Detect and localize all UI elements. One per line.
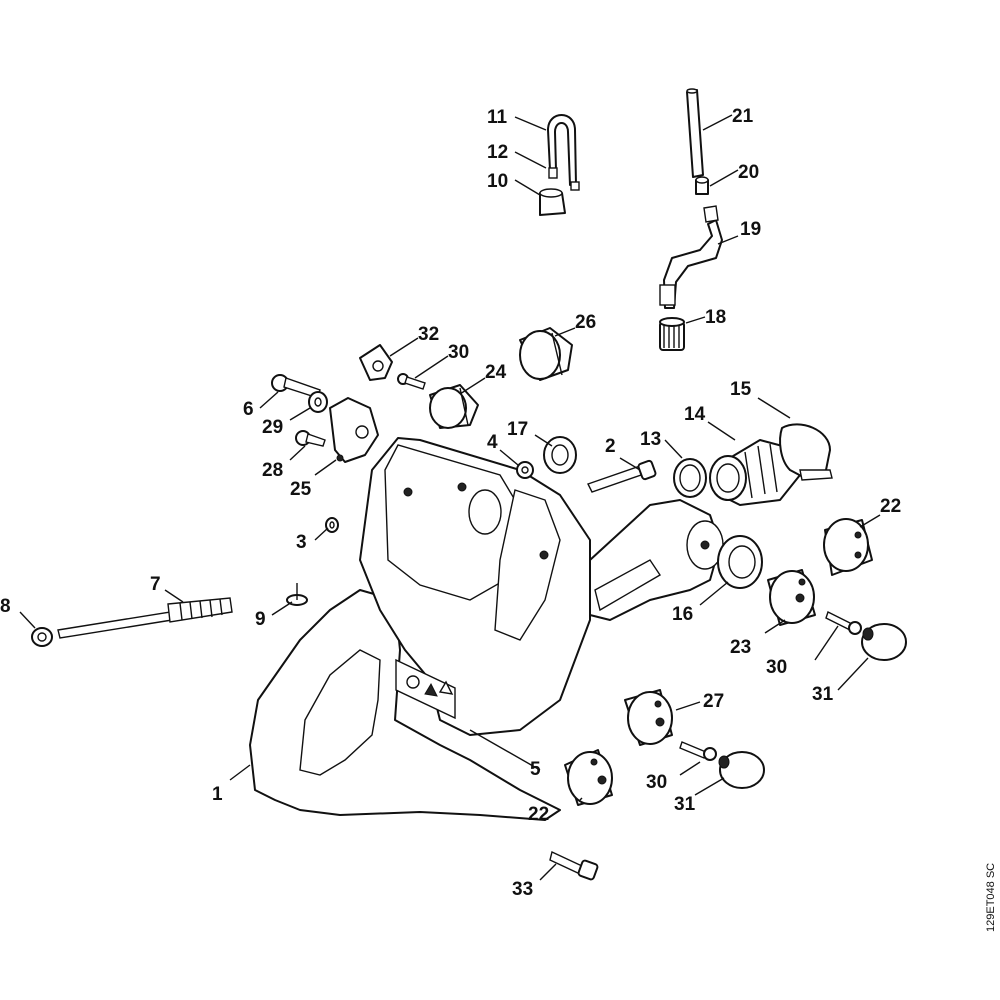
damper-part-24 [429,384,479,429]
callout-30-upper: 30 [448,342,469,363]
callout-30-lower: 30 [646,772,667,793]
callout-31-right: 31 [812,684,834,705]
screw-part-30-upper [397,373,426,390]
callout-15: 15 [730,379,752,400]
screw-part-30-right [825,611,862,635]
callout-27: 27 [703,691,724,712]
damper-part-27 [624,689,673,746]
callout-30-right: 30 [766,657,787,678]
callout-3: 3 [296,532,307,553]
damper-part-26 [519,327,573,381]
intake-ring-part [673,458,707,498]
long-rod-part [57,597,233,639]
callout-11: 11 [487,107,508,128]
callout-5: 5 [530,759,541,780]
cover-part [329,397,379,463]
fuel-fitting-part [695,176,719,223]
bolt-part-33 [549,851,599,881]
callout-21: 21 [732,106,754,127]
cap-part-31-lower [718,751,765,789]
callout-1: 1 [212,784,223,805]
callout-33: 33 [512,879,533,900]
callout-26: 26 [575,312,596,333]
callout-22-upper: 22 [880,496,901,517]
long-bolt-part [587,459,657,493]
callout-8: 8 [0,596,11,617]
callout-23: 23 [730,637,751,658]
callout-14: 14 [684,404,706,425]
callout-2: 2 [605,436,616,457]
handle-housing-part [249,437,724,821]
callout-13: 13 [640,429,661,450]
callout-19: 19 [740,219,761,240]
callout-7: 7 [150,574,161,595]
end-nut-part [31,627,53,647]
callout-32: 32 [418,324,439,345]
callout-9: 9 [255,609,266,630]
tack-screw-part [286,583,308,606]
reference-code: 129ET048 SC [985,863,997,932]
callout-17: 17 [507,419,528,440]
callout-31-lower: 31 [674,794,696,815]
callout-24: 24 [485,362,507,383]
callout-10: 10 [487,171,508,192]
ring-part [543,436,577,474]
damper-part-22-upper [823,518,873,576]
seal-ring-part [717,535,763,589]
callout-12: 12 [487,142,508,163]
fuel-hose-part [659,219,723,309]
hose-clamp-part [779,423,833,481]
callout-4: 4 [487,432,498,453]
callout-18: 18 [705,307,726,328]
small-nut-part [516,461,534,479]
callout-25: 25 [290,479,312,500]
fuel-tube-part [686,88,704,178]
callout-28: 28 [262,460,283,481]
fuel-filter-part [659,317,685,351]
damper-part-22-lower [564,749,613,806]
callout-labels: 1 2 3 4 5 6 7 8 9 10 11 12 13 14 15 16 1… [0,106,901,900]
callout-22-lower: 22 [528,804,549,825]
vent-hose-part [539,114,580,216]
cap-part-32 [359,344,393,381]
leader-lines [19,114,881,881]
spacer-part-29 [308,391,328,413]
callout-20: 20 [738,162,759,183]
cap-part-31-right [861,623,907,661]
washer-part [325,517,339,533]
screw-part-28 [295,430,326,447]
callout-29: 29 [262,417,283,438]
damper-part-23 [767,569,816,626]
intake-boot-part [709,439,801,506]
callout-16: 16 [672,604,693,625]
callout-6: 6 [243,399,254,420]
screw-part-30-lower [679,741,717,761]
